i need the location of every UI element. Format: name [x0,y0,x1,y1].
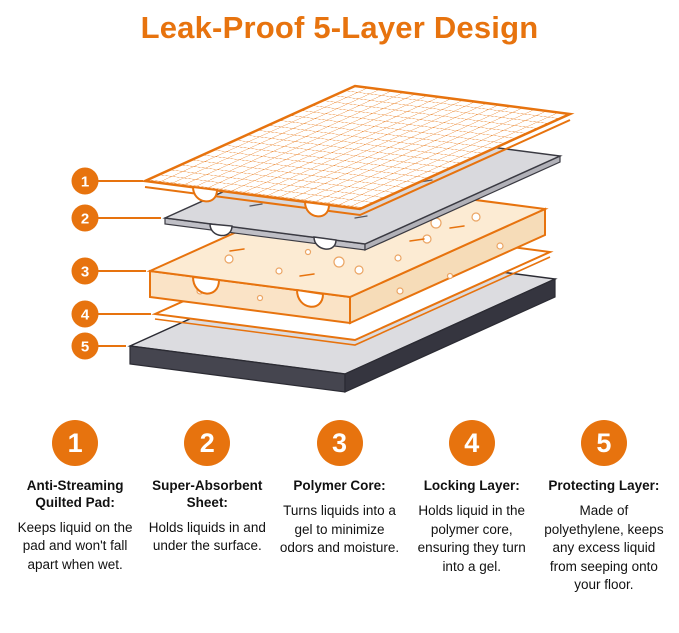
marker-number: 1 [81,174,89,191]
feature-description: Holds liquids in and under the surface. [148,519,266,554]
feature-protecting-layer: 5 Protecting Layer: Made of polyethylene… [543,420,665,595]
sheet-notch-left [209,223,233,237]
feature-description: Keeps liquid on the pad and won't fall a… [17,519,133,572]
feature-number-badge: 3 [316,420,363,466]
five-layer-exploded-diagram: 1 2 3 4 5 [71,84,575,393]
sheet-notch-right [313,236,337,250]
feature-super-absorbent: 2 Super-Absorbent Sheet: Holds liquids i… [146,420,268,595]
marker-number: 5 [81,339,89,356]
feature-polymer-core: 3 Polymer Core: Turns liquids into a gel… [278,420,400,595]
feature-list: 1 Anti-Streaming Quilted Pad: Keeps liqu… [0,398,679,595]
feature-title: Anti-Streaming Quilted Pad: [26,478,124,510]
feature-number-badge: 2 [184,420,231,466]
layer-markers: 1 2 3 4 5 [71,167,161,360]
marker-number: 2 [81,211,89,228]
mesh-notch-right [303,200,331,218]
feature-title: Protecting Layer: [548,478,660,493]
layer-marker-3: 3 [71,257,146,285]
feature-number-badge: 1 [52,420,99,466]
feature-anti-streaming: 1 Anti-Streaming Quilted Pad: Keeps liqu… [14,420,136,595]
feature-title: Locking Layer: [423,478,520,493]
layer-marker-4: 4 [71,300,151,328]
marker-circle [71,204,99,232]
marker-number: 4 [81,307,90,324]
core-notch-left [191,275,221,295]
feature-title: Polymer Core: [293,478,386,493]
layer-1-quilted-mesh-pad [140,84,575,218]
page-title: Leak-Proof 5-Layer Design [140,10,539,45]
feature-number-badge: 5 [580,420,627,466]
feature-description: Made of polyethylene, keeps any excess l… [544,502,664,593]
marker-number: 3 [81,264,89,281]
feature-number-badge: 4 [448,420,495,466]
layer-marker-1: 1 [71,167,143,195]
marker-circle [71,257,99,285]
marker-circle [71,300,99,328]
core-notch-right [295,288,325,308]
feature-description: Turns liquids into a gel to minimize odo… [279,502,400,556]
layer-marker-2: 2 [71,204,161,232]
mesh-notch-left [191,185,219,203]
feature-description: Holds liquid in the polymer core, ensuri… [417,502,526,574]
layer-marker-5: 5 [71,332,126,360]
feature-title: Super-Absorbent Sheet: [152,478,263,510]
marker-circle [71,167,99,195]
feature-locking-layer: 4 Locking Layer: Holds liquid in the pol… [411,420,533,595]
marker-circle [71,332,99,360]
